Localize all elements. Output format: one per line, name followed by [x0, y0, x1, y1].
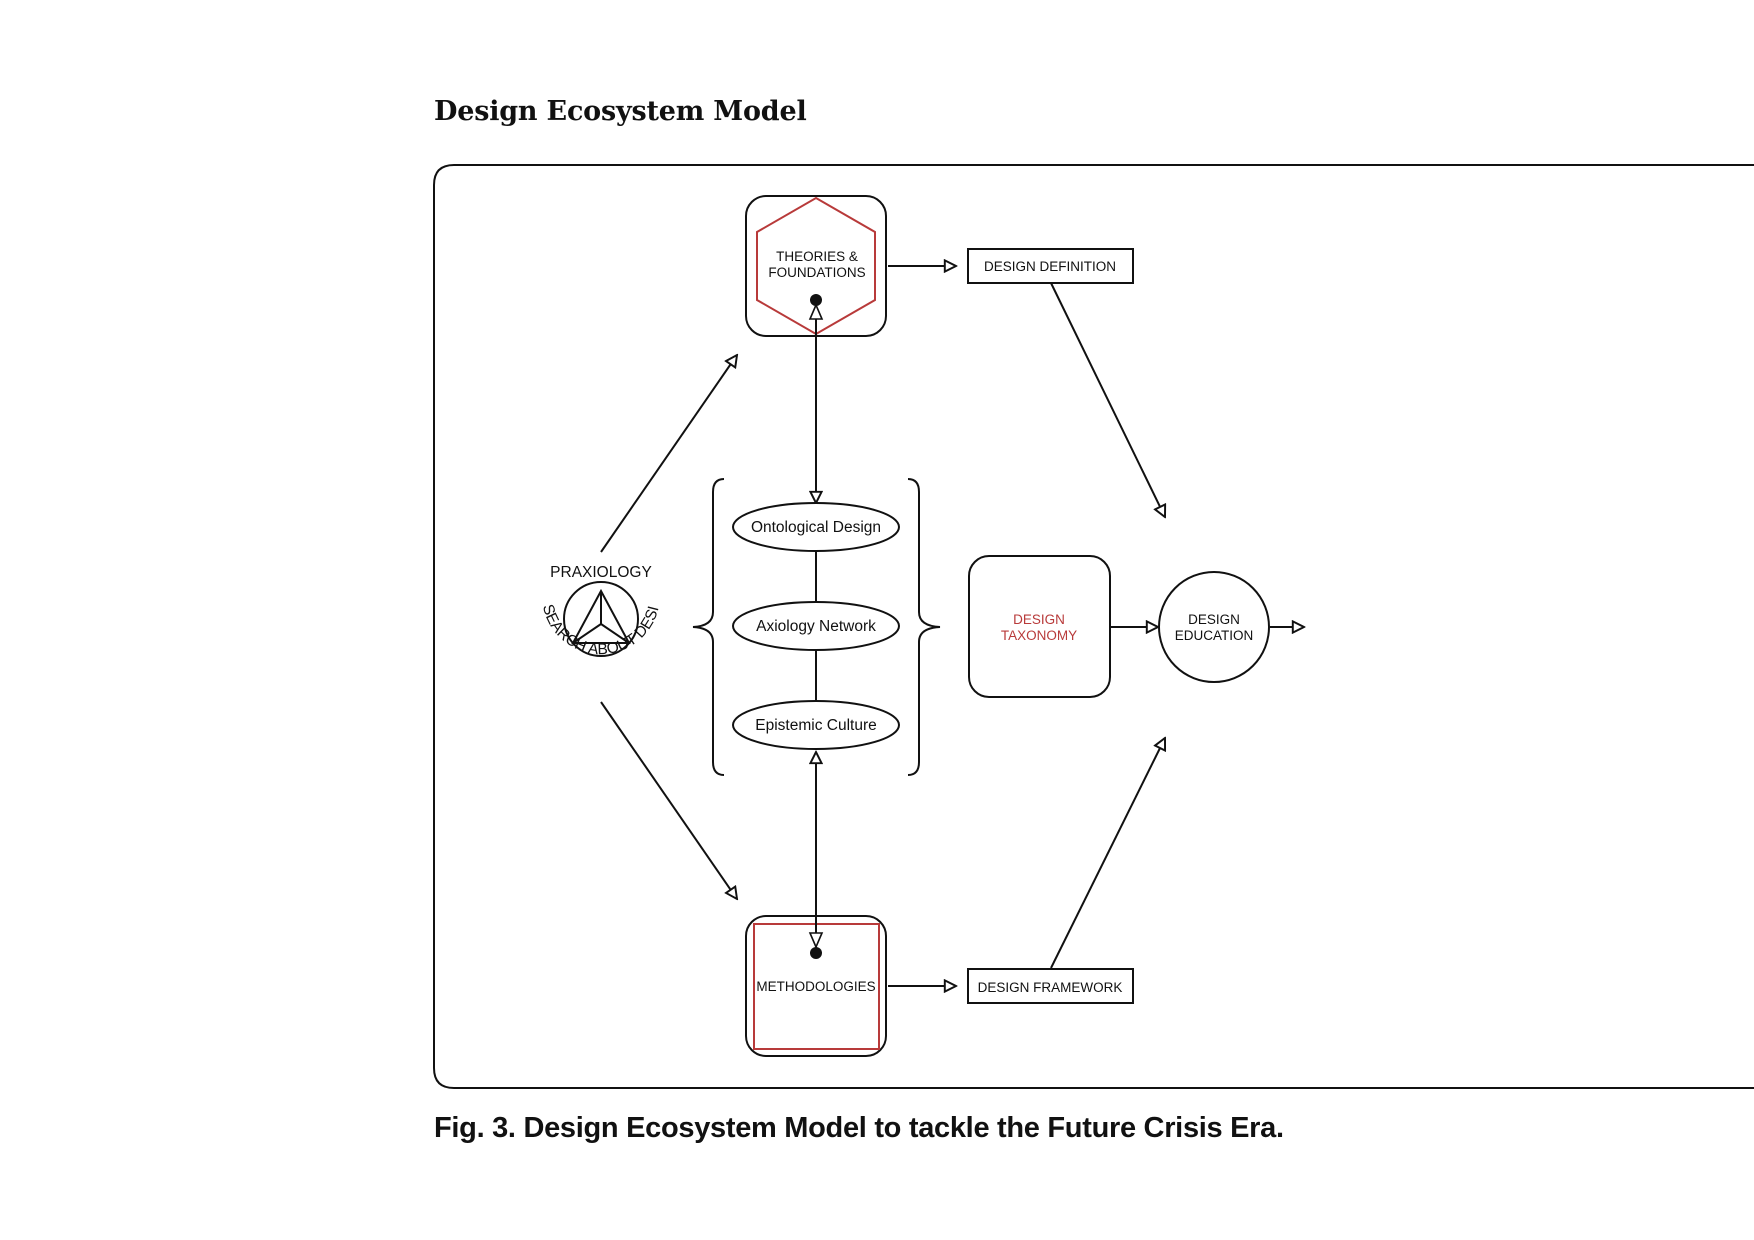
design-taxonomy-label-line1: DESIGN: [1013, 612, 1065, 627]
design-education-label-line2: EDUCATION: [1175, 628, 1254, 643]
praxiology-label: PRAXIOLOGY: [550, 564, 652, 581]
design-education-label-line1: DESIGN: [1188, 612, 1240, 627]
arrow-definition-to-education: [1050, 282, 1165, 517]
arrow-framework-to-education: [1050, 738, 1165, 969]
design-taxonomy-label-line2: TAXONOMY: [1001, 628, 1077, 643]
theories-anchor-dot: [810, 294, 822, 306]
left-brace: [692, 478, 725, 776]
methodologies-anchor-dot: [810, 947, 822, 959]
design-taxonomy-node: DESIGN TAXONOMY: [968, 555, 1111, 698]
axiology-network-node: Axiology Network: [732, 601, 900, 651]
figure-caption: Fig. 3. Design Ecosystem Model to tackle…: [434, 1112, 1284, 1144]
theories-label-line1: THEORIES &: [776, 249, 858, 264]
arrow-praxiology-to-methodologies: [600, 701, 737, 899]
triangle-in-circle-icon: [563, 581, 639, 657]
methodologies-label: METHODOLOGIES: [756, 979, 875, 994]
design-education-node: DESIGN EDUCATION: [1158, 571, 1270, 683]
arrow-praxiology-to-theories: [600, 355, 737, 553]
ontological-design-node: Ontological Design: [732, 502, 900, 552]
research-about-design-label: RESEARCH ABOUT DESIGN: [0, 0, 663, 658]
methodologies-node: METHODOLOGIES: [745, 850, 887, 1057]
design-definition-label: DESIGN DEFINITION: [984, 259, 1116, 274]
right-brace: [907, 478, 941, 776]
design-definition-node: DESIGN DEFINITION: [967, 248, 1134, 284]
theories-label-line2: FOUNDATIONS: [768, 265, 865, 280]
design-framework-label: DESIGN FRAMEWORK: [978, 980, 1123, 995]
epistemic-culture-label: Epistemic Culture: [755, 717, 876, 734]
theories-foundations-node: THEORIES & FOUNDATIONS: [745, 195, 887, 400]
diagram-frame: [433, 164, 1754, 1089]
praxiology-node: PRAXIOLOGY RESEARCH ABOUT DESIGN: [0, 0, 663, 658]
ontological-design-label: Ontological Design: [751, 519, 881, 536]
epistemic-culture-node: Epistemic Culture: [732, 700, 900, 750]
design-framework-node: DESIGN FRAMEWORK: [967, 968, 1134, 1004]
axiology-network-label: Axiology Network: [756, 618, 876, 635]
diagram-title: Design Ecosystem Model: [434, 96, 807, 127]
